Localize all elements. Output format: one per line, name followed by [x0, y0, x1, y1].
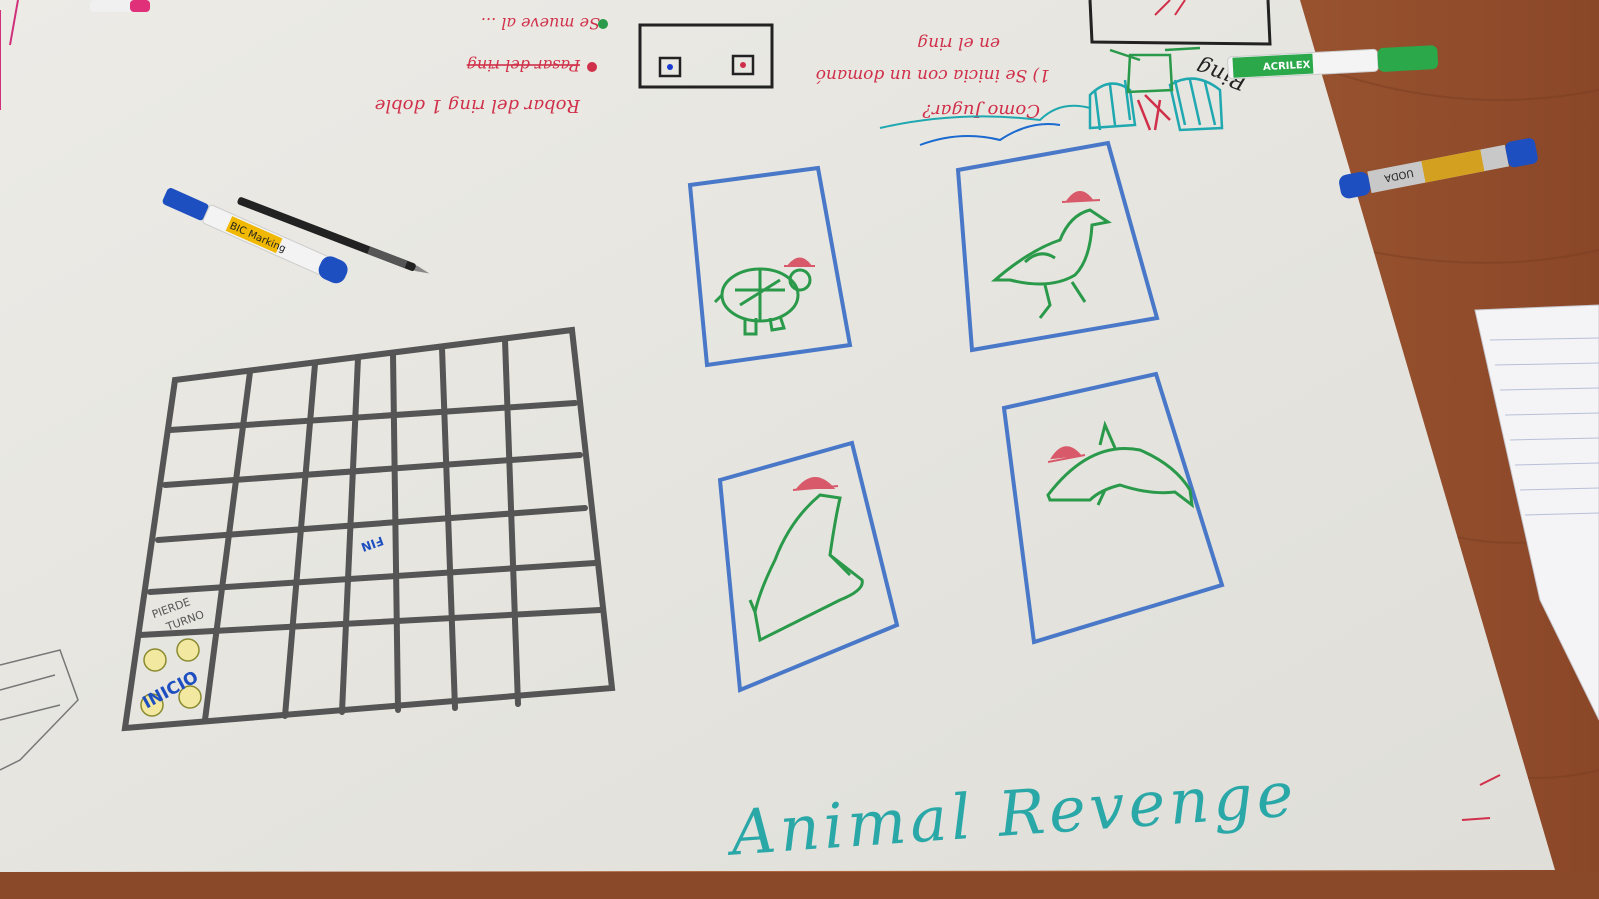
start-cell-doodles	[140, 638, 202, 717]
blue-marker: UODA	[1339, 138, 1538, 199]
notebook	[1474, 304, 1599, 721]
rule-struck: Pasar del ring	[467, 56, 581, 75]
notebook-lines	[1489, 337, 1599, 516]
green-marker-label: ACRILEX	[1263, 60, 1311, 73]
how-to-play: Como Jugar?	[922, 100, 1040, 121]
rule-steal: Robar del ring 1 doble	[375, 95, 581, 116]
left-edge-sketch	[0, 0, 19, 110]
pink-marker	[90, 0, 150, 12]
teal-scribble	[879, 104, 1091, 129]
dolphin-hat	[1047, 446, 1086, 463]
top-right-box-sketch	[1088, 0, 1272, 46]
green-marker: ACRILEX	[1227, 45, 1439, 80]
game-board	[121, 326, 616, 732]
top-square-sketch	[638, 23, 774, 89]
rule-1-line2: en el ring	[917, 33, 1000, 53]
ring-sketch	[1088, 46, 1224, 132]
red-dot	[587, 62, 597, 72]
bird-card	[955, 140, 1160, 353]
bird-hat	[1061, 191, 1101, 203]
rule-1-line1: 1) Se inicia con un domanó	[816, 65, 1050, 85]
black-pen	[237, 197, 430, 274]
dolphin-card	[1001, 371, 1225, 645]
seal-card	[717, 440, 900, 693]
dolphin-drawing	[1046, 420, 1194, 509]
turtle-hat	[784, 257, 815, 267]
blue-scribble	[919, 123, 1061, 146]
rule-moves: Se mueve al ...	[481, 14, 600, 33]
seal-drawing	[748, 493, 864, 643]
turtle-card	[687, 165, 853, 368]
bird-drawing	[990, 208, 1112, 319]
paper-sheet	[0, 0, 1555, 872]
bic-marker: BIC Marking	[162, 188, 348, 284]
corner-marks	[1461, 774, 1501, 821]
table-bottom-edge	[0, 872, 1599, 899]
left-box-sketch	[0, 649, 79, 771]
rules-notes: Se mueve al ... Pasar del ring Robar del…	[375, 14, 1050, 121]
green-dot	[598, 19, 608, 29]
turtle-drawing	[713, 267, 812, 336]
seal-hat	[792, 477, 839, 491]
